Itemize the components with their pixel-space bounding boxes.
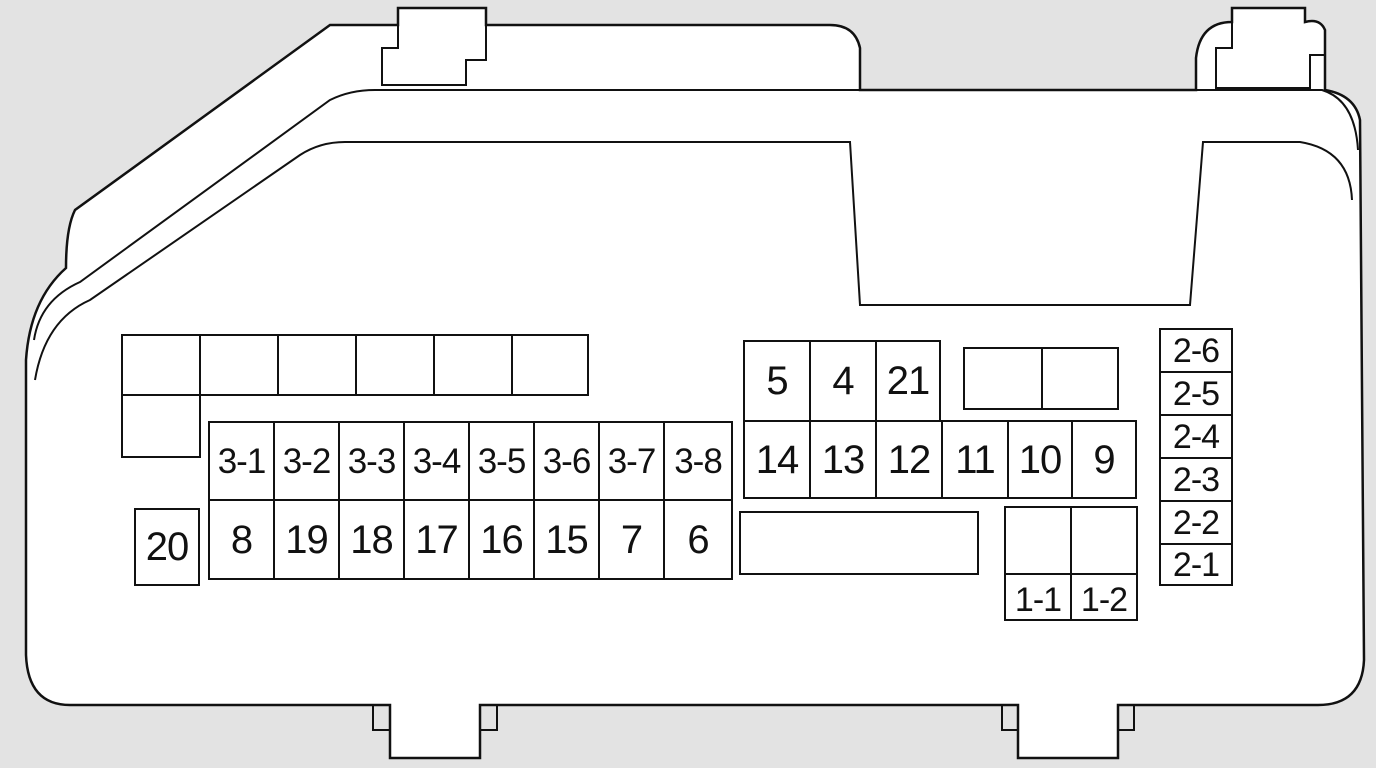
housing-bottom-notch-right bbox=[1001, 705, 1135, 731]
fuse-label: 19 bbox=[285, 517, 328, 562]
fuse-18: 18 bbox=[338, 499, 405, 580]
fuse-3-3: 3-3 bbox=[338, 421, 405, 501]
fuse-3-4: 3-4 bbox=[403, 421, 470, 501]
fuse-label: 3-6 bbox=[542, 441, 592, 481]
empty-slot bbox=[277, 334, 357, 396]
fuse-3-6: 3-6 bbox=[533, 421, 600, 501]
fuse-label: 3-5 bbox=[477, 441, 527, 481]
fuse-12: 12 bbox=[875, 420, 943, 499]
fuse-label: 5 bbox=[766, 359, 788, 403]
housing-inner-panel bbox=[34, 141, 1353, 381]
fuse-1-2: 1-2 bbox=[1070, 506, 1138, 621]
fuse-label: 6 bbox=[687, 517, 709, 562]
fuse-14: 14 bbox=[743, 420, 811, 499]
fuse-label: 2-6 bbox=[1172, 331, 1220, 370]
fuse-6: 6 bbox=[663, 499, 733, 580]
fuse-20: 20 bbox=[134, 508, 200, 586]
fuse-13: 13 bbox=[809, 420, 877, 499]
empty-slot bbox=[511, 334, 589, 396]
fuse-5: 5 bbox=[743, 340, 811, 422]
empty-slot bbox=[1041, 347, 1119, 410]
fuse-3-7: 3-7 bbox=[598, 421, 665, 501]
fuse-label: 3-8 bbox=[674, 441, 723, 481]
empty-slot bbox=[963, 347, 1043, 410]
fuse-9: 9 bbox=[1071, 420, 1137, 499]
fuse-label: 16 bbox=[480, 517, 523, 562]
fuse-8: 8 bbox=[208, 499, 275, 580]
fuse-label: 7 bbox=[620, 517, 643, 562]
housing-bottom-notch-left bbox=[372, 705, 498, 731]
fuse-label: 1-2 bbox=[1080, 581, 1128, 619]
fuse-10: 10 bbox=[1007, 420, 1073, 499]
fuse-label: 12 bbox=[887, 437, 931, 482]
empty-slot bbox=[121, 334, 201, 396]
fuse-label: 2-3 bbox=[1172, 460, 1220, 499]
housing-notch-left bbox=[381, 25, 487, 86]
fuse-3-2: 3-2 bbox=[273, 421, 340, 501]
empty-slot bbox=[355, 334, 435, 396]
fuse-label: 3-2 bbox=[282, 441, 332, 481]
fuse-4: 4 bbox=[809, 340, 877, 422]
fuse-2-2: 2-2 bbox=[1159, 500, 1233, 545]
fuse-label: 2-2 bbox=[1172, 503, 1220, 542]
fuse-label: 4 bbox=[832, 359, 854, 403]
fuse-2-1: 2-1 bbox=[1159, 543, 1233, 586]
fuse-19: 19 bbox=[273, 499, 340, 580]
empty-slot bbox=[121, 394, 201, 458]
fuse-1-divider bbox=[1004, 573, 1138, 575]
fuse-3-5: 3-5 bbox=[468, 421, 535, 501]
fuse-label: 3-4 bbox=[412, 441, 462, 481]
fuse-label: 11 bbox=[955, 437, 996, 482]
housing-lid-line bbox=[33, 89, 1359, 341]
fuse-2-3: 2-3 bbox=[1159, 457, 1233, 502]
fuse-label: 3-7 bbox=[607, 441, 657, 481]
fuse-label: 2-1 bbox=[1172, 545, 1220, 584]
fuse-label: 13 bbox=[821, 437, 865, 482]
empty-slot bbox=[433, 334, 513, 396]
fuse-3-1: 3-1 bbox=[208, 421, 275, 501]
fuse-label: 2-5 bbox=[1172, 374, 1220, 413]
fuse-11: 11 bbox=[941, 420, 1009, 499]
fuse-label: 18 bbox=[350, 517, 393, 562]
fuse-2-5: 2-5 bbox=[1159, 371, 1233, 416]
housing-notch-right bbox=[1215, 22, 1325, 89]
empty-slot bbox=[199, 334, 279, 396]
fuse-label: 1-1 bbox=[1014, 581, 1062, 619]
fuse-label: 9 bbox=[1093, 437, 1115, 482]
fuse-3-8: 3-8 bbox=[663, 421, 733, 501]
fuse-2-4: 2-4 bbox=[1159, 414, 1233, 459]
fuse-15: 15 bbox=[533, 499, 600, 580]
fuse-label: 8 bbox=[230, 517, 253, 562]
fuse-label: 15 bbox=[545, 517, 588, 562]
fuse-label: 20 bbox=[145, 525, 189, 569]
fuse-label: 3-3 bbox=[347, 441, 397, 481]
fuse-7: 7 bbox=[598, 499, 665, 580]
empty-slot-wide bbox=[739, 511, 979, 575]
fuse-16: 16 bbox=[468, 499, 535, 580]
fuse-label: 14 bbox=[755, 437, 799, 482]
fuse-17: 17 bbox=[403, 499, 470, 580]
fuse-label: 10 bbox=[1018, 437, 1062, 482]
fuse-label: 17 bbox=[415, 517, 458, 562]
fuse-label: 2-4 bbox=[1172, 417, 1220, 456]
fuse-1-1: 1-1 bbox=[1004, 506, 1072, 621]
fuse-2-6: 2-6 bbox=[1159, 328, 1233, 373]
fuse-21: 21 bbox=[875, 340, 941, 422]
fuse-label: 3-1 bbox=[217, 441, 267, 481]
fuse-label: 21 bbox=[886, 359, 930, 403]
